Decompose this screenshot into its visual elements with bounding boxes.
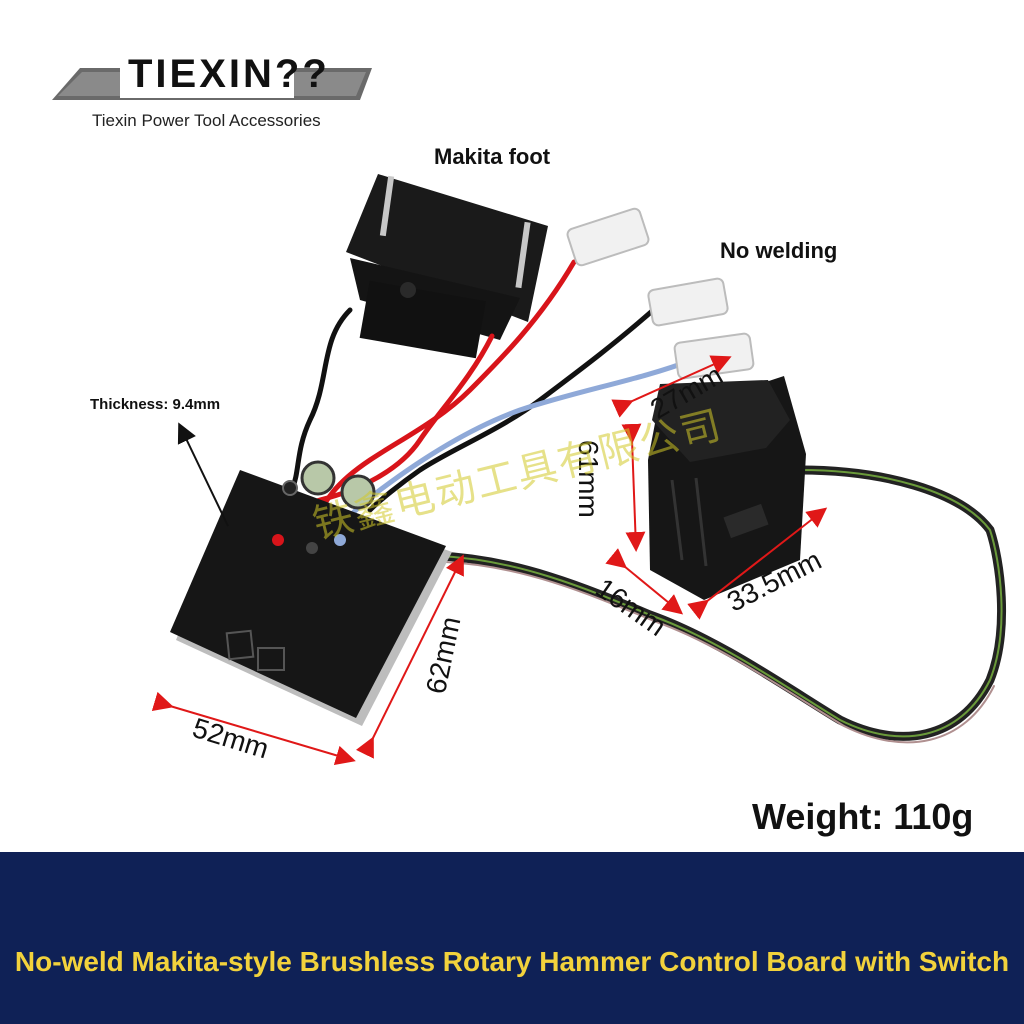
dimension-arrows <box>151 355 828 766</box>
brand-glyphs: ?? <box>274 52 330 96</box>
brand-name: TIEXIN <box>128 52 275 96</box>
brand-logo-text: TIEXIN?? <box>128 52 330 97</box>
brand-logo-bar <box>52 56 372 100</box>
banner-title: No-weld Makita-style Brushless Rotary Ha… <box>14 946 1010 977</box>
label-weight: Weight: 110g <box>752 796 974 837</box>
label-no-welding: No welding <box>720 238 838 263</box>
brand-tagline: Tiexin Power Tool Accessories <box>92 111 321 130</box>
makita-foot-connector <box>346 174 548 359</box>
title-banner <box>0 852 1024 1024</box>
wire-connectors <box>566 207 755 380</box>
label-thickness: Thickness: 9.4mm <box>90 396 221 413</box>
label-makita-foot: Makita foot <box>434 144 551 169</box>
thickness-pointer <box>177 422 229 527</box>
